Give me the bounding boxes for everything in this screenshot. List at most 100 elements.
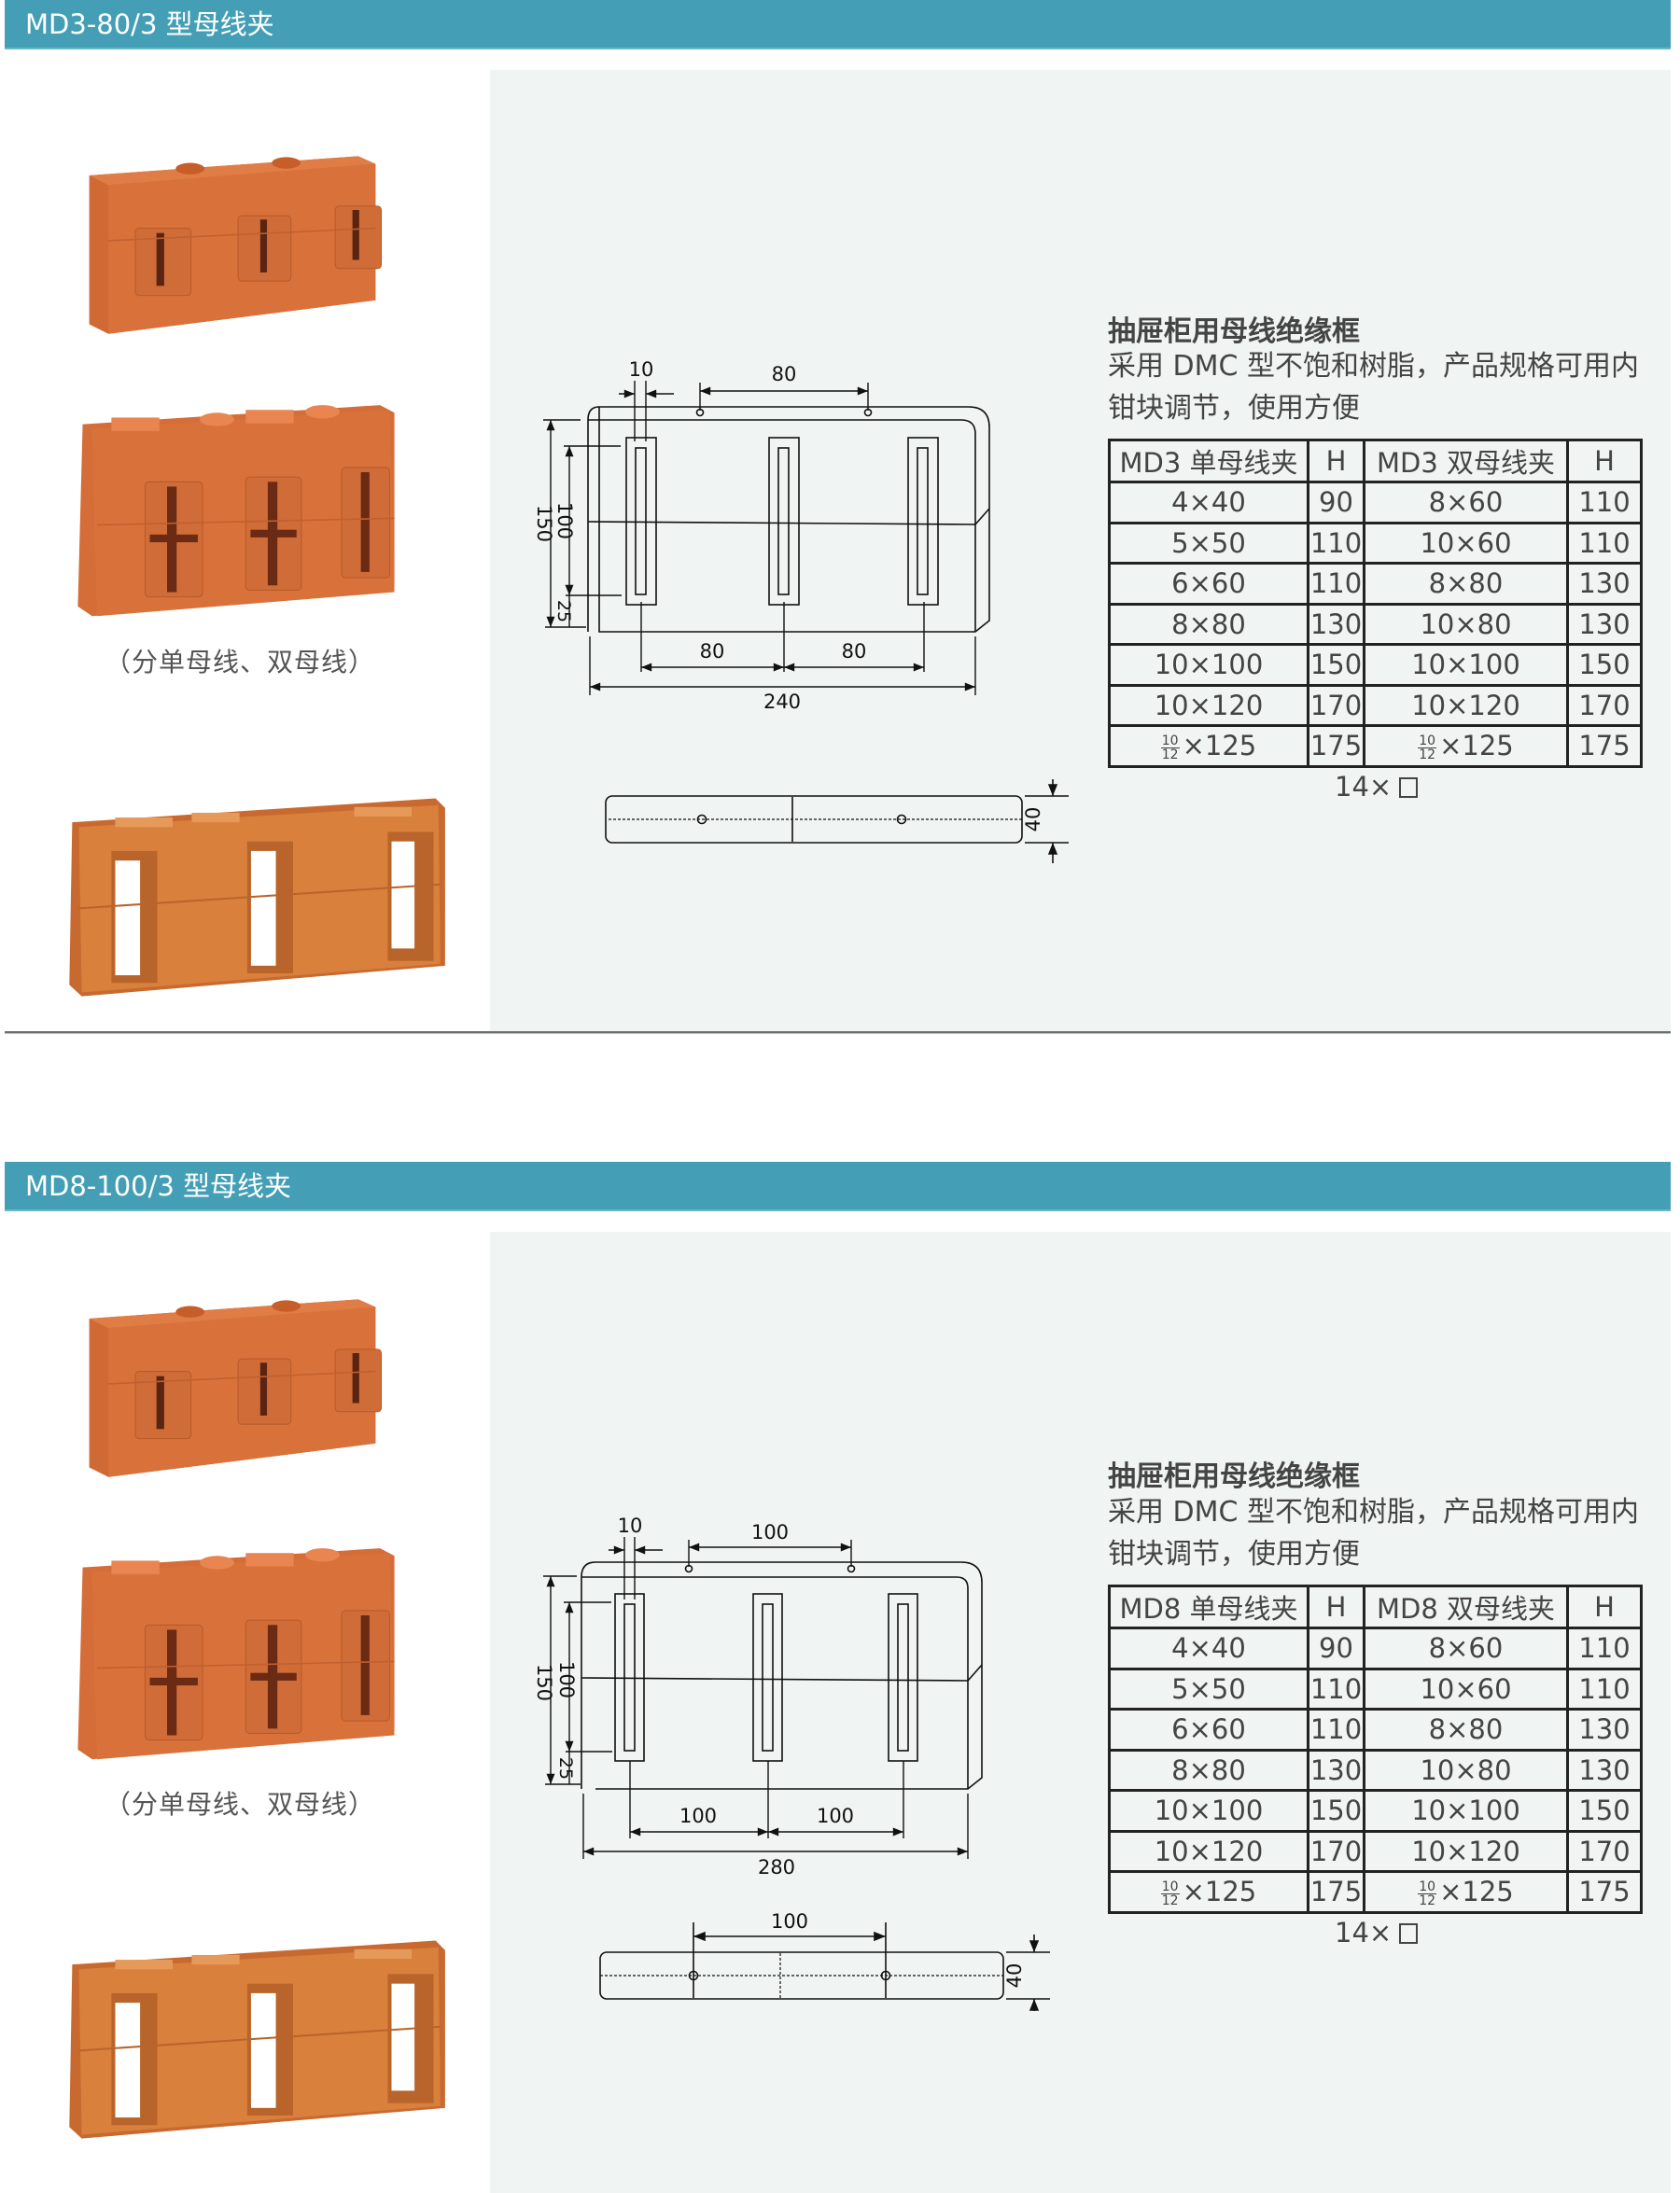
cell: 6×60 xyxy=(1108,562,1309,606)
dim-hole-spacing: 100 xyxy=(751,1521,789,1543)
col-header-double: MD8 双母线夹 xyxy=(1363,1585,1569,1629)
cell: 130 xyxy=(1566,602,1643,646)
cell: 110 xyxy=(1307,1708,1365,1752)
cell: 170 xyxy=(1566,683,1643,727)
section-header-md8: MD8-100/3 型母线夹 xyxy=(5,1162,1671,1211)
col-header-single: MD3 单母线夹 xyxy=(1108,439,1309,483)
cell: 10×120 xyxy=(1363,1829,1569,1873)
cell: 150 xyxy=(1307,1789,1365,1833)
cell: 175 xyxy=(1307,1870,1365,1914)
square-box-icon xyxy=(1399,1923,1419,1944)
section-header-md3: MD3-80/3 型母线夹 xyxy=(5,0,1671,49)
cell: 110 xyxy=(1566,1667,1643,1711)
dim-slot-width: 10 xyxy=(618,1515,643,1537)
cell: 170 xyxy=(1307,1829,1365,1873)
photo-caption-md8: （分单母线、双母线） xyxy=(105,1789,376,1820)
cell: 175 xyxy=(1566,724,1643,768)
cell: 110 xyxy=(1307,562,1365,606)
dim-overall-width: 280 xyxy=(758,1856,795,1876)
section-divider xyxy=(5,1031,1671,1034)
cell: 8×80 xyxy=(1108,602,1309,646)
product-photo-md8-frame xyxy=(68,1939,446,2140)
cell: 175 xyxy=(1307,724,1365,768)
col-header-h: H xyxy=(1566,439,1643,483)
dim-height-total: 150 xyxy=(533,505,555,542)
dimension-drawing-md8-side: 100 40 xyxy=(599,1910,1050,2011)
spec-title-md8: 抽屉柜用母线绝缘框 xyxy=(1108,1460,1360,1493)
dim-thickness: 40 xyxy=(1003,1963,1026,1989)
dimension-drawing-md3-side: 40 xyxy=(605,779,1069,863)
dim-height-slot: 100 xyxy=(555,1661,578,1698)
cell: 10×100 xyxy=(1363,643,1569,687)
cell: 8×80 xyxy=(1363,562,1569,606)
dim-hole-spacing: 80 xyxy=(772,363,797,385)
spec-note-md3: 14× xyxy=(1335,771,1419,803)
dim-bottom-offset: 25 xyxy=(553,600,574,622)
cell: 8×80 xyxy=(1363,1708,1569,1752)
cell: 150 xyxy=(1307,643,1365,687)
cell: 110 xyxy=(1566,481,1643,524)
cell: 130 xyxy=(1307,1748,1365,1792)
cell: 10×80 xyxy=(1363,602,1569,646)
dim-overall-width: 240 xyxy=(763,691,801,713)
cell: 4×40 xyxy=(1108,481,1309,524)
cell: 10×120 xyxy=(1108,683,1309,727)
dimension-drawing-md8-front: 10 100 150 100 25 100 100 280 xyxy=(533,1515,983,1876)
cell: 130 xyxy=(1566,562,1643,606)
dim-slot-width: 10 xyxy=(629,358,654,381)
table-header-row: MD3 单母线夹 H MD3 双母线夹 H xyxy=(1108,439,1643,483)
cell: 90 xyxy=(1307,481,1365,524)
table-header-row: MD8 单母线夹 H MD8 双母线夹 H xyxy=(1108,1585,1643,1629)
cell: 8×60 xyxy=(1363,481,1569,524)
cell: 8×60 xyxy=(1363,1627,1569,1670)
cell: 110 xyxy=(1307,1667,1365,1711)
cell: 10×60 xyxy=(1363,1667,1569,1711)
spec-title-md3: 抽屉柜用母线绝缘框 xyxy=(1108,315,1360,348)
cell: 150 xyxy=(1566,1789,1643,1833)
dim-pitch-left: 100 xyxy=(679,1805,717,1827)
col-header-h: H xyxy=(1307,439,1365,483)
dim-bottom-offset: 25 xyxy=(555,1757,576,1780)
cell: 10×100 xyxy=(1108,1789,1309,1833)
cell: 10×120 xyxy=(1363,683,1569,727)
cell: 110 xyxy=(1566,521,1643,565)
cell: 10×80 xyxy=(1363,1748,1569,1792)
spec-note-md8: 14× xyxy=(1335,1917,1419,1949)
product-photo-md8-single xyxy=(88,1298,383,1478)
cell: 10×100 xyxy=(1363,1789,1569,1833)
cell: 4×40 xyxy=(1108,1627,1309,1670)
spec-description-md8: 采用 DMC 型不饱和树脂，产品规格可用内钳块调节，使用方便 xyxy=(1108,1496,1640,1571)
dim-thickness: 40 xyxy=(1022,807,1044,832)
product-photo-md3-frame xyxy=(68,797,446,998)
dim-pitch-left: 80 xyxy=(700,640,725,663)
col-header-double: MD3 双母线夹 xyxy=(1363,439,1569,483)
col-header-single: MD8 单母线夹 xyxy=(1108,1585,1309,1629)
cell: 6×60 xyxy=(1108,1708,1309,1752)
dim-height-slot: 100 xyxy=(553,502,576,539)
product-photo-md8-double xyxy=(77,1547,396,1760)
cell: 130 xyxy=(1566,1708,1643,1752)
product-photo-md3-double xyxy=(77,404,396,617)
col-header-h: H xyxy=(1566,1585,1643,1629)
cell: 150 xyxy=(1566,643,1643,687)
cell: 170 xyxy=(1566,1829,1643,1873)
cell: 170 xyxy=(1307,683,1365,727)
